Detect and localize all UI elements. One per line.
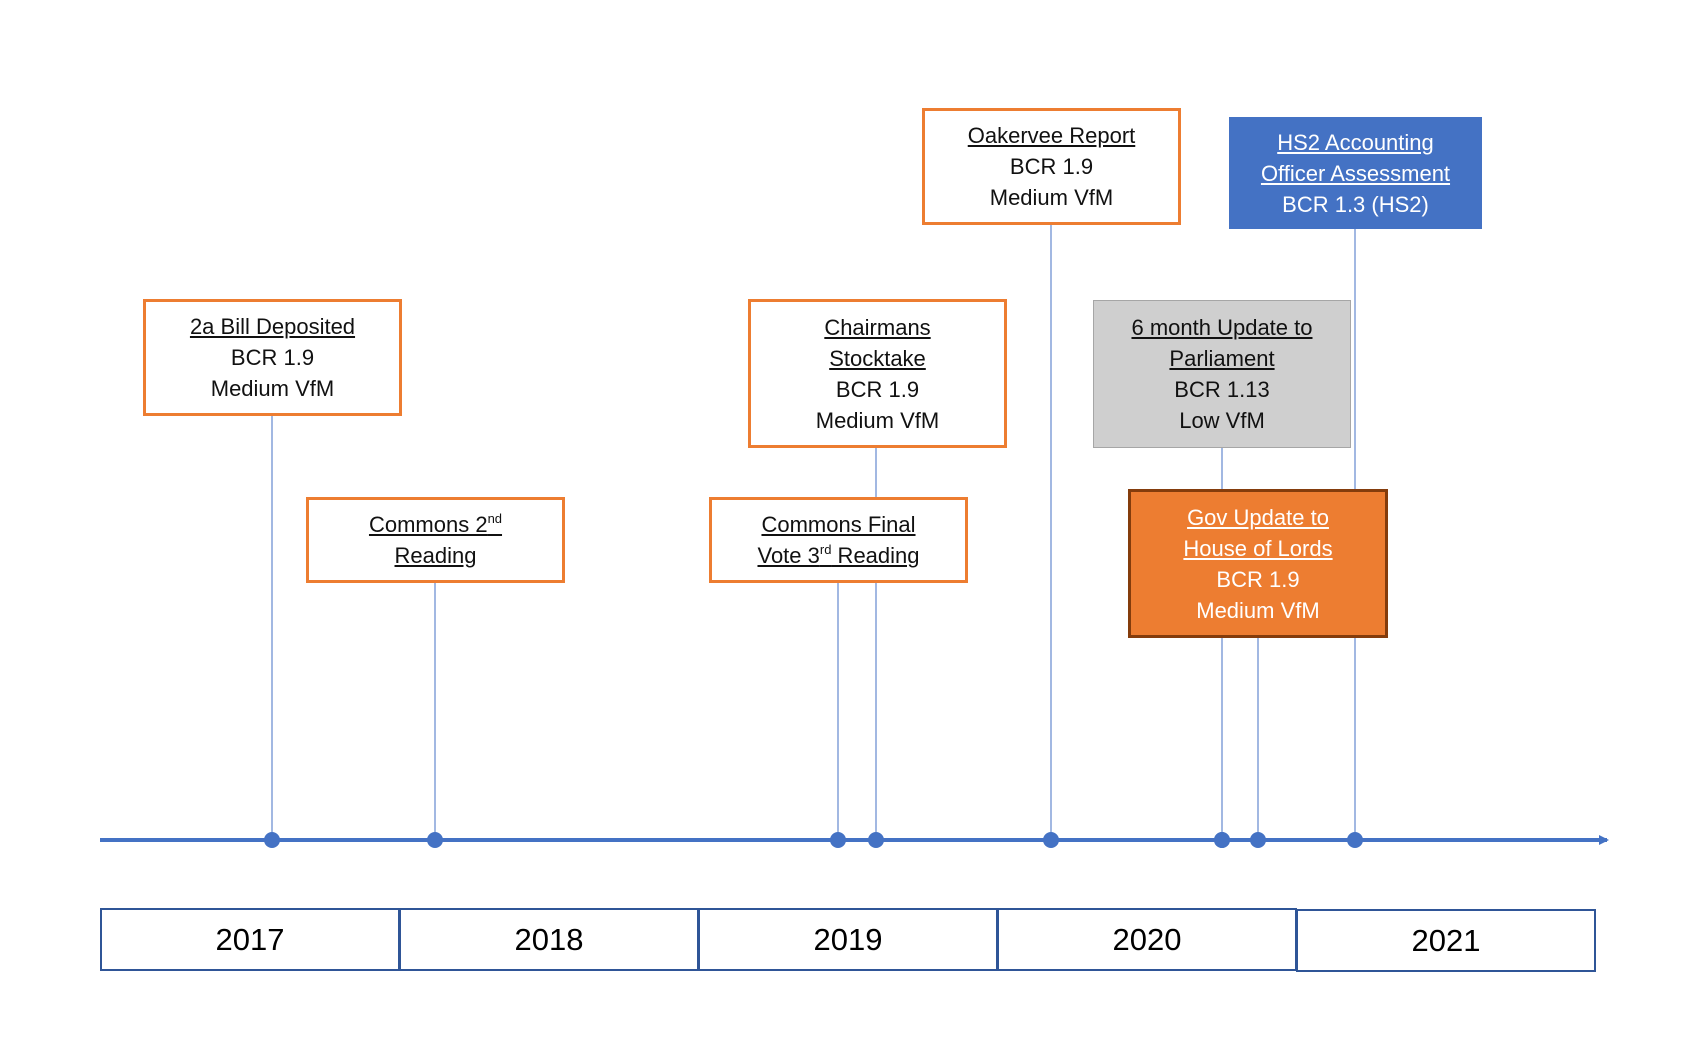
event-line: Chairmans xyxy=(824,312,930,343)
event-line: Officer Assessment xyxy=(1261,158,1450,189)
event-line: BCR 1.9 xyxy=(1216,564,1299,595)
event-line: Commons 2nd xyxy=(369,509,502,540)
event-line: Low VfM xyxy=(1179,405,1265,436)
event-line-text: BCR 1.9 xyxy=(835,376,920,402)
event-line-text: Medium VfM xyxy=(815,407,940,433)
event-line-text: Officer Assessment xyxy=(1260,160,1451,186)
event-line-superscript: rd xyxy=(819,542,832,557)
timeline-dot-commons-2nd-reading xyxy=(427,832,443,848)
event-line: 2a Bill Deposited xyxy=(190,311,355,342)
event-line-text: Medium VfM xyxy=(1196,597,1320,623)
event-line-text: HS2 Accounting xyxy=(1277,129,1434,155)
event-line-text: Stocktake xyxy=(829,345,926,371)
event-line: Oakervee Report xyxy=(968,120,1136,151)
event-line: 6 month Update to xyxy=(1131,312,1312,343)
event-line-text: Medium VfM xyxy=(210,376,335,401)
event-line-text: Gov Update to xyxy=(1187,504,1329,530)
event-line-text: BCR 1.9 xyxy=(1216,566,1300,592)
event-line: BCR 1.9 xyxy=(1010,151,1093,182)
event-line: House of Lords xyxy=(1183,533,1332,564)
year-cell-2018: 2018 xyxy=(399,908,699,971)
event-line: BCR 1.9 xyxy=(231,342,314,373)
event-line: Medium VfM xyxy=(816,405,939,436)
year-cell-2021: 2021 xyxy=(1296,909,1596,972)
timeline-dot-bill-deposited xyxy=(264,832,280,848)
year-cell-2019: 2019 xyxy=(698,908,998,971)
event-line: HS2 Accounting xyxy=(1277,127,1434,158)
event-line: Parliament xyxy=(1169,343,1274,374)
timeline-dot-chairmans-stocktake xyxy=(868,832,884,848)
year-cell-2020: 2020 xyxy=(997,908,1297,971)
event-line-text: BCR 1.3 (HS2) xyxy=(1282,191,1429,217)
event-line: Medium VfM xyxy=(211,373,334,404)
event-line-text: Reading xyxy=(394,543,477,568)
event-line: Reading xyxy=(395,540,477,571)
timeline-dot-gov-update-lords xyxy=(1250,832,1266,848)
event-line-text: Chairmans xyxy=(824,314,931,340)
event-line: Medium VfM xyxy=(990,182,1113,213)
event-line: Stocktake xyxy=(829,343,926,374)
event-line-text: Oakervee Report xyxy=(967,123,1136,148)
event-line-text-after: Reading xyxy=(831,543,920,568)
event-line-text: 6 month Update to xyxy=(1131,315,1313,340)
event-line-text: Parliament xyxy=(1169,346,1275,371)
event-line: BCR 1.9 xyxy=(836,374,919,405)
event-line-text: House of Lords xyxy=(1183,535,1333,561)
event-line: Commons Final xyxy=(761,509,915,540)
event-line-text: Commons Final xyxy=(761,512,916,537)
event-line-text: BCR 1.9 xyxy=(230,345,315,370)
event-line-text: BCR 1.9 xyxy=(1009,154,1094,179)
event-line-text: 2a Bill Deposited xyxy=(189,314,356,339)
event-line-text: Commons 2 xyxy=(368,512,488,537)
event-line: Vote 3rd Reading xyxy=(757,540,919,571)
event-line: Medium VfM xyxy=(1196,595,1319,626)
event-line: Gov Update to xyxy=(1187,502,1329,533)
event-line-superscript: nd xyxy=(487,511,503,526)
timeline-dot-commons-final-vote xyxy=(830,832,846,848)
event-line-text: BCR 1.13 xyxy=(1174,377,1270,402)
timeline-dot-oakervee-report xyxy=(1043,832,1059,848)
timeline-dot-hs2-accounting-officer xyxy=(1347,832,1363,848)
event-line-text: Low VfM xyxy=(1179,408,1265,433)
event-line: BCR 1.13 xyxy=(1174,374,1269,405)
timeline-dot-gov-update-lords xyxy=(1214,832,1230,848)
year-cell-2017: 2017 xyxy=(100,908,400,971)
event-line: BCR 1.3 (HS2) xyxy=(1282,189,1429,220)
event-line-text: Vote 3 xyxy=(757,543,820,568)
event-line-text: Medium VfM xyxy=(989,185,1114,210)
